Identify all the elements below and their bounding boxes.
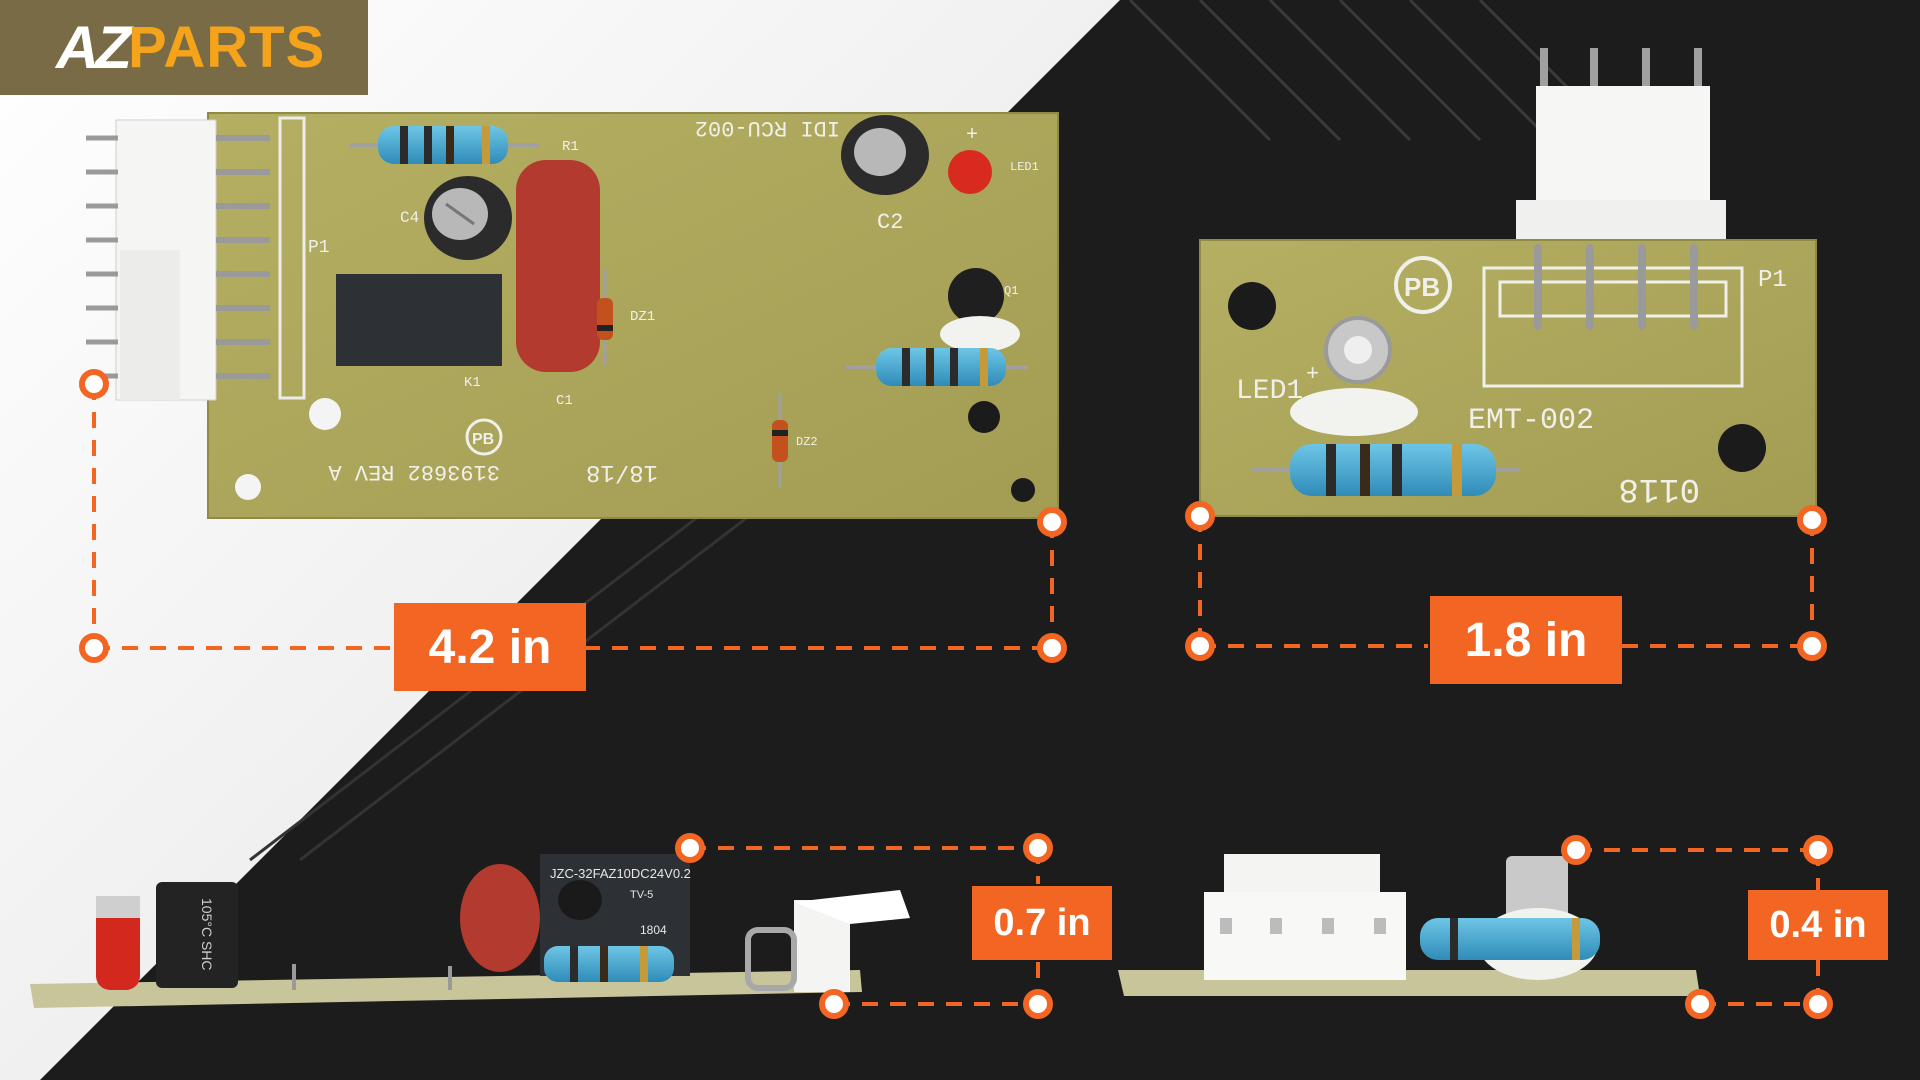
label-led1: LED1	[1010, 160, 1039, 174]
pb-logo-large: PB	[465, 418, 503, 456]
led-small	[1290, 316, 1418, 436]
label-c1: C1	[556, 393, 573, 409]
pb-logo-small: PB	[1394, 256, 1452, 314]
side-small-connector	[1204, 854, 1406, 980]
large-board-part-label: 3193682 REV A	[328, 459, 500, 484]
mount-hole	[235, 474, 261, 500]
side-red-capacitor	[460, 864, 540, 972]
side-relay-sub: TV-5	[630, 889, 653, 901]
brand-logo: AZ PARTS	[0, 0, 368, 95]
small-board-side-view	[1118, 854, 1700, 996]
small-board-width-label: 1.8 in	[1430, 596, 1622, 684]
relay-k1	[336, 274, 502, 366]
small-label-led1: LED1	[1236, 376, 1303, 407]
diode-dz2	[772, 393, 788, 488]
mount-hole	[309, 398, 341, 430]
large-board-width-label: 4.2 in	[394, 603, 586, 691]
dimension-lines	[92, 384, 1820, 1006]
side-led	[96, 896, 140, 990]
large-board-connector	[86, 116, 306, 401]
diode-dz1	[597, 270, 613, 365]
capacitor-c2	[841, 115, 929, 195]
pb-logo-text: PB	[1404, 272, 1440, 302]
small-board-height-label: 0.4 in	[1748, 890, 1888, 960]
side-resistor	[544, 946, 674, 982]
label-c2: C2	[877, 210, 903, 235]
large-board-date-label: 18/18	[586, 458, 658, 485]
label-c4: C4	[400, 209, 419, 227]
label-dz2: DZ2	[796, 435, 818, 449]
large-board-side-view: 105°C SHC JZC-32FAZ10DC24V0.2 TV-5 1804	[30, 854, 910, 1008]
capacitor-c1	[516, 160, 600, 372]
side-relay-text: JZC-32FAZ10DC24V0.2	[550, 866, 691, 881]
small-label-plus: +	[1306, 362, 1319, 387]
capacitor-c4	[424, 176, 512, 260]
led1	[948, 150, 992, 194]
small-label-p1: P1	[1758, 267, 1787, 294]
side-connector	[745, 890, 910, 992]
small-sensor-board: EMT-002 0118 LED1 P1 + PB	[1199, 48, 1817, 517]
side-small-resistor	[1420, 918, 1600, 960]
small-board-date-label: 0118	[1618, 469, 1700, 507]
dimension-markers	[79, 369, 1833, 1019]
mount-hole	[1011, 478, 1035, 502]
mount-hole	[1228, 282, 1276, 330]
logo-parts: PARTS	[127, 14, 326, 80]
label-k1: K1	[464, 375, 481, 391]
large-board-height-label: 0.7 in	[972, 886, 1112, 960]
side-capacitor: 105°C SHC	[156, 882, 238, 988]
label-p1: P1	[308, 238, 330, 258]
resistor-small	[1252, 444, 1520, 496]
label-dz1: DZ1	[630, 309, 655, 325]
mount-hole	[1718, 424, 1766, 472]
label-plus: +	[966, 124, 978, 147]
resistor-lower	[846, 348, 1028, 386]
label-q1: Q1	[1004, 284, 1018, 298]
side-capacitor-text: 105°C SHC	[199, 898, 215, 971]
small-board-connector	[1516, 48, 1726, 248]
small-board-model-label: EMT-002	[1468, 404, 1594, 438]
large-board-model-label: IDI RCU-002	[695, 115, 840, 140]
logo-az: AZ	[56, 13, 132, 81]
large-control-board: IDI RCU-002 3193682 REV A 18/18 C2 C4 P1…	[86, 112, 1059, 519]
resistor-r1	[350, 126, 540, 164]
phototransistor-q1	[940, 268, 1020, 352]
pb-logo-text: PB	[472, 431, 494, 448]
label-r1: R1	[562, 139, 579, 155]
mount-hole	[968, 401, 1000, 433]
side-relay-code: 1804	[640, 923, 667, 937]
